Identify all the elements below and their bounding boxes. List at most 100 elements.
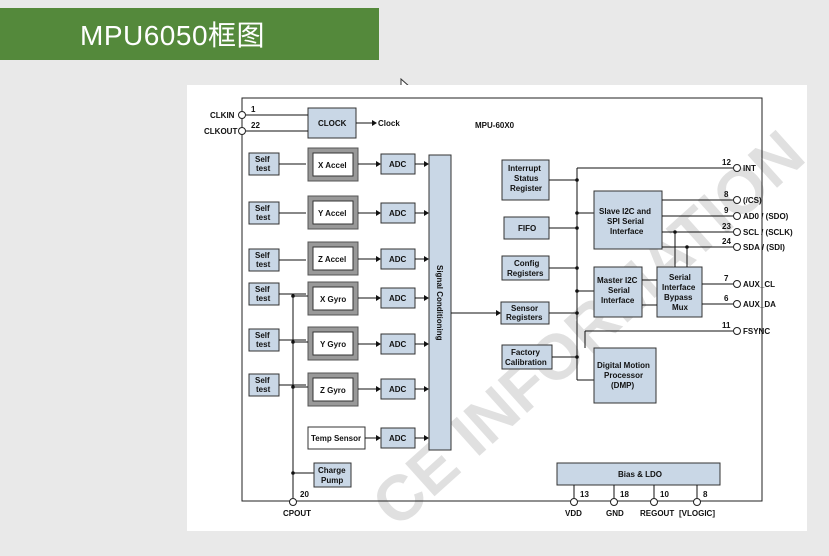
sensor-row-y-accel: Self test Y Accel ADC <box>248 195 429 230</box>
pin-cs-label: (/CS) <box>743 196 762 205</box>
pin-aux-cl <box>733 280 741 288</box>
pin-vdd <box>570 498 578 506</box>
pin-cpout-num: 20 <box>300 490 309 499</box>
sensor-row-x-gyro: Self test X Gyro ADC <box>248 281 429 316</box>
sensor-registers-label: Registers <box>506 313 543 322</box>
factory-calibration-label: Factory <box>511 348 540 357</box>
pin-vlogic-num: 8 <box>703 490 708 499</box>
pin-clkin-num: 1 <box>251 105 256 114</box>
config-registers-label: Registers <box>507 269 544 278</box>
adc-label: ADC <box>389 294 407 303</box>
temp-sensor-label: Temp Sensor <box>311 434 361 443</box>
pin-cs <box>733 196 741 204</box>
factory-calibration-label: Calibration <box>505 358 547 367</box>
pin-ad0 <box>733 212 741 220</box>
sensor-label: Y Accel <box>318 209 346 218</box>
pin-vlogic-label: [VLOGIC] <box>679 509 715 518</box>
self-test-label: Self <box>255 331 270 340</box>
sensor-label: Z Gyro <box>320 386 346 395</box>
sensor-label: X Gyro <box>320 295 346 304</box>
dmp-label: Processor <box>604 371 643 380</box>
self-test-label: test <box>256 260 271 269</box>
dmp-block <box>593 347 657 404</box>
dmp-label: (DMP) <box>611 381 634 390</box>
sensor-row-y-gyro: Self test Y Gyro ADC <box>248 326 429 361</box>
pin-cs-num: 8 <box>724 190 729 199</box>
pin-scl-num: 23 <box>722 222 731 231</box>
factory-calibration-block <box>501 344 553 370</box>
pin-vdd-label: VDD <box>565 509 582 518</box>
interrupt-status-label: Register <box>510 184 542 193</box>
pin-aux-cl-label: AUX_CL <box>743 280 775 289</box>
pin-int-label: INT <box>743 164 756 173</box>
sensor-row-z-gyro: Self test Z Gyro ADC <box>248 372 429 407</box>
slave-i2c-label: Interface <box>610 227 644 236</box>
pin-ad0-label: AD0 / (SDO) <box>743 212 789 221</box>
interrupt-status-label: Status <box>514 174 539 183</box>
charge-pump-block <box>313 462 352 488</box>
pin-fsync <box>733 327 741 335</box>
bypass-mux-label: Interface <box>662 283 696 292</box>
sensor-label: Z Accel <box>318 255 346 264</box>
self-test-label: test <box>256 294 271 303</box>
adc-label: ADC <box>389 255 407 264</box>
master-i2c-label: Master I2C <box>597 276 638 285</box>
pin-gnd-label: GND <box>606 509 624 518</box>
pin-gnd <box>610 498 618 506</box>
fifo-label: FIFO <box>518 224 536 233</box>
master-i2c-label: Interface <box>601 296 635 305</box>
pin-scl-label: SCL / (SCLK) <box>743 228 793 237</box>
pin-sda-label: SDA / (SDI) <box>743 243 785 252</box>
self-test-label: test <box>256 340 271 349</box>
block-diagram-figure: CE INFORMATION MPU-60X0 CLOCK Clock CLKI… <box>187 85 818 540</box>
pin-fsync-label: FSYNC <box>743 327 770 336</box>
pin-scl <box>733 228 741 236</box>
dmp-label: Digital Motion <box>597 361 650 370</box>
adc-label: ADC <box>389 385 407 394</box>
bottom-pins: 13 VDD 18 GND 10 REGOUT 8 [VLOGIC] <box>565 490 715 518</box>
master-i2c-block <box>593 266 643 318</box>
self-test-label: test <box>256 164 271 173</box>
slave-i2c-label: SPI Serial <box>607 217 644 226</box>
pin-clkout <box>238 127 246 135</box>
slide-title: MPU6050框图 <box>80 20 266 51</box>
self-test-label: test <box>256 385 271 394</box>
self-test-label: Self <box>255 251 270 260</box>
pin-regout-num: 10 <box>660 490 669 499</box>
slave-i2c-spi-block <box>593 190 663 250</box>
sensor-registers-label: Sensor <box>511 304 538 313</box>
self-test-label: Self <box>255 155 270 164</box>
pin-clkout-label: CLKOUT <box>204 127 237 136</box>
pin-sda-num: 24 <box>722 237 731 246</box>
interrupt-status-register <box>501 159 550 201</box>
chip-outline <box>241 97 763 502</box>
sensor-label: X Accel <box>318 161 347 170</box>
pin-clkin-label: CLKIN <box>210 111 235 120</box>
pin-clkin <box>238 111 246 119</box>
self-test-label: Self <box>255 285 270 294</box>
self-test-label: Self <box>255 204 270 213</box>
interrupt-status-label: Interrupt <box>508 164 541 173</box>
config-registers-block <box>501 255 550 281</box>
clock-block-label: CLOCK <box>318 119 347 128</box>
pin-aux-da <box>733 300 741 308</box>
pin-vlogic <box>693 498 701 506</box>
pin-cpout <box>289 498 297 506</box>
pin-regout <box>650 498 658 506</box>
serial-bypass-mux-block <box>656 266 703 318</box>
pin-vdd-num: 13 <box>580 490 589 499</box>
bias-ldo-block <box>556 462 721 486</box>
master-i2c-label: Serial <box>608 286 630 295</box>
pin-fsync-num: 11 <box>722 321 731 330</box>
config-registers-label: Config <box>514 259 539 268</box>
slide-title-banner: MPU6050框图 <box>0 8 379 60</box>
chip-name: MPU-60X0 <box>475 121 515 130</box>
adc-label: ADC <box>389 160 407 169</box>
sensor-row-z-accel: Self test Z Accel ADC <box>248 241 429 276</box>
slave-i2c-label: Slave I2C and <box>599 207 651 216</box>
pin-aux-da-num: 6 <box>724 294 729 303</box>
sensor-row-x-accel: Self test X Accel ADC <box>248 147 429 182</box>
pin-aux-cl-num: 7 <box>724 274 729 283</box>
adc-label: ADC <box>389 434 407 443</box>
self-test-label: test <box>256 213 271 222</box>
